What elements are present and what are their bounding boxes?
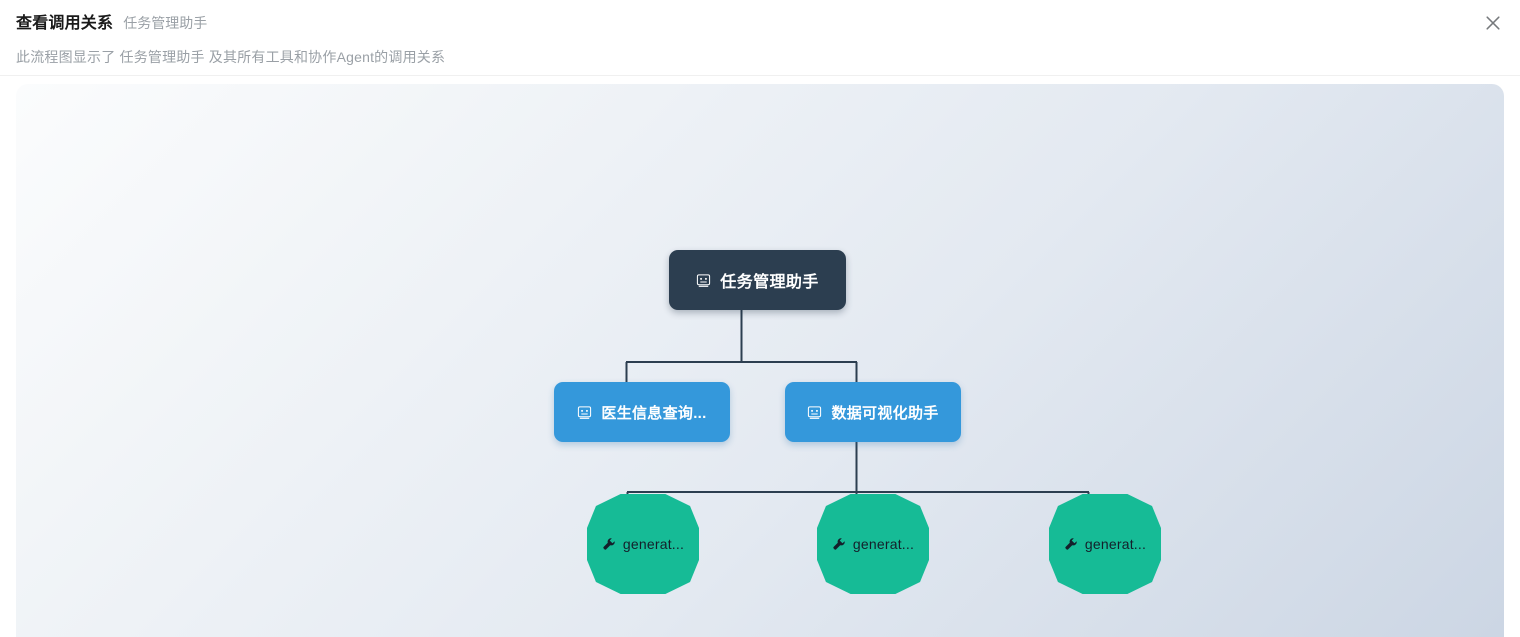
node-tool-1[interactable]: generat... [817,494,929,594]
node-root-agent[interactable]: 任务管理助手 [669,250,846,310]
node-agent-data-visualization[interactable]: 数据可视化助手 [785,382,961,442]
node-label: 数据可视化助手 [831,404,939,422]
close-icon [1485,15,1501,31]
flow-graph: 任务管理助手 医生信息查询... [16,84,1504,637]
node-label: generat... [852,536,915,552]
robot-icon [577,405,592,420]
close-button[interactable] [1476,6,1510,40]
node-tool-2[interactable]: generat... [1049,494,1161,594]
node-label: generat... [622,536,685,552]
edge-connectors [625,310,1090,508]
header-title-row: 查看调用关系 任务管理助手 [16,11,207,36]
robot-icon [696,273,711,288]
robot-icon [807,405,822,420]
page-title: 查看调用关系 [16,15,114,32]
node-label: 医生信息查询... [601,404,707,422]
wrench-icon [602,537,616,551]
flow-canvas[interactable]: 任务管理助手 医生信息查询... [16,84,1504,637]
modal-description: 此流程图显示了 任务管理助手 及其所有工具和协作Agent的调用关系 [16,49,446,65]
node-label: 任务管理助手 [720,274,819,291]
node-agent-doctor-info[interactable]: 医生信息查询... [554,382,730,442]
wrench-icon [832,537,846,551]
node-label: generat... [1084,536,1147,552]
wrench-icon [1064,537,1078,551]
page-subtitle: 任务管理助手 [123,15,208,31]
node-tool-0[interactable]: generat... [587,494,699,594]
modal-header: 查看调用关系 任务管理助手 此流程图显示了 任务管理助手 及其所有工具和协作Ag… [0,0,1520,76]
